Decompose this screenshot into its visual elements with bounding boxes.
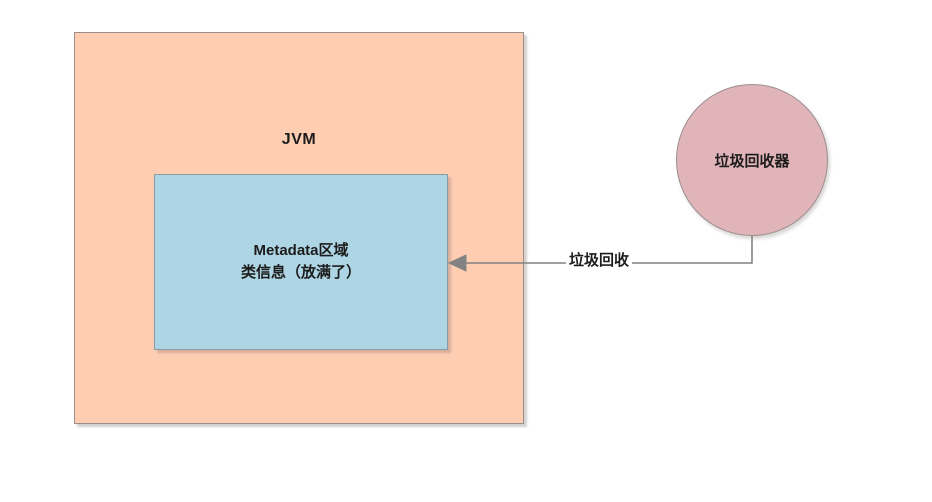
jvm-label: JVM (281, 131, 317, 148)
garbage-collector-label: 垃圾回收器 (714, 152, 790, 170)
metadata-box[interactable]: Metadata区域 类信息（放满了） (154, 174, 448, 350)
metadata-label-line1: Metadata区域 (253, 241, 349, 259)
metadata-label-line2: 类信息（放满了） (240, 264, 361, 281)
garbage-collector-circle[interactable]: 垃圾回收器 (676, 84, 828, 236)
edge-label-garbage-collection: 垃圾回收 (566, 250, 633, 272)
